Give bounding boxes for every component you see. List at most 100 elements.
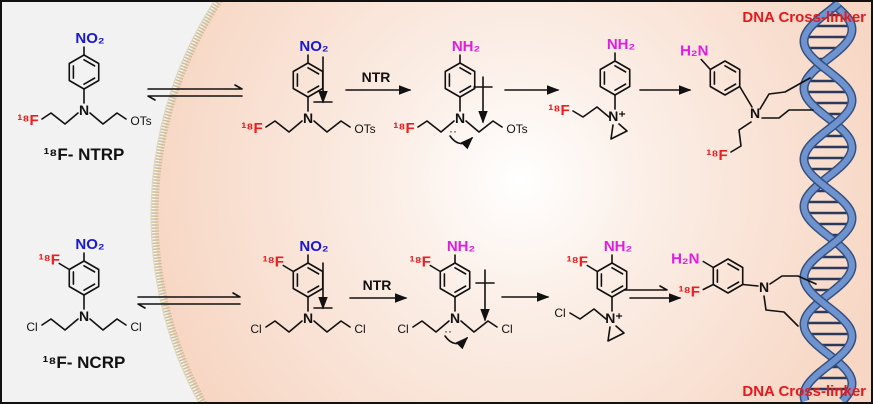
bond xyxy=(702,283,715,291)
ethyl-chain xyxy=(417,120,455,133)
fluorine-18-label: ¹⁸F xyxy=(17,112,38,129)
fluorine-18-label: ¹⁸F xyxy=(263,254,284,271)
nitrogen-atom: N xyxy=(750,105,760,121)
double-bond xyxy=(611,266,624,275)
double-bond xyxy=(459,66,472,75)
ethyl-chain xyxy=(569,308,607,320)
bond xyxy=(702,260,715,269)
ethyl-chain xyxy=(460,320,498,333)
bond xyxy=(700,58,712,71)
double-bond xyxy=(614,83,627,92)
chlorine-atom: Cl xyxy=(501,322,512,336)
dna-cross-linker-label-bottom: DNA Cross-linker xyxy=(742,383,866,400)
equilibrium-arrow-reverse xyxy=(137,303,241,309)
nitro-group: NO₂ xyxy=(299,238,328,255)
bond xyxy=(429,264,442,273)
double-bond xyxy=(614,64,627,73)
nitrogen-atom: N xyxy=(303,310,313,326)
double-bond xyxy=(307,266,320,275)
nitrogen-atom: N xyxy=(79,308,89,324)
cell-interior xyxy=(155,0,873,404)
crosslink-chain xyxy=(769,275,817,285)
tosylate-group: OTs xyxy=(506,122,527,136)
bond xyxy=(741,283,759,287)
double-bond xyxy=(307,66,320,75)
bond xyxy=(282,264,295,273)
ethyl-chain xyxy=(89,318,127,331)
fluorine-18-label: ¹⁸F xyxy=(39,252,60,269)
ethyl-chain xyxy=(313,120,351,133)
ntr-enzyme-label: NTR xyxy=(362,69,391,85)
dna-cross-linker-label-top: DNA Cross-linker xyxy=(742,9,866,26)
amine-group: NH₂ xyxy=(452,38,480,55)
ethyl-chain xyxy=(41,112,79,125)
nitrogen-atom: N xyxy=(759,279,769,295)
fluorine-18-label: ¹⁸F xyxy=(679,284,700,301)
chlorine-atom: Cl xyxy=(250,322,261,336)
double-bond xyxy=(454,266,467,275)
bond xyxy=(586,264,599,273)
fluorine-18-label: ¹⁸F xyxy=(410,254,431,271)
ethyl-chain xyxy=(572,106,610,118)
ethyl-chain xyxy=(465,120,503,133)
lone-pair-dots: ·· xyxy=(449,124,457,138)
chlorine-atom: Cl xyxy=(26,320,37,334)
ethyl-chain xyxy=(730,121,752,153)
double-bond xyxy=(307,285,320,294)
aziridinium-nitrogen: N⁺ xyxy=(608,108,626,124)
bond xyxy=(738,85,753,108)
chlorine-atom: Cl xyxy=(554,306,565,320)
equilibrium-arrow-forward xyxy=(147,84,243,90)
ethyl-chain xyxy=(89,112,127,125)
fluorine-18-label: ¹⁸F xyxy=(393,120,414,137)
multi-step-arrow xyxy=(624,285,668,291)
compound-name-ncrp: ¹⁸F- NCRP xyxy=(43,353,126,372)
nitro-group: NO₂ xyxy=(75,236,104,253)
crosslink-chain xyxy=(763,295,799,327)
compound-name-ntrp: ¹⁸F- NTRP xyxy=(44,145,125,164)
double-bond xyxy=(724,83,737,92)
equilibrium-arrow-reverse xyxy=(147,95,243,101)
fluorine-18-label: ¹⁸F xyxy=(241,120,262,137)
bond xyxy=(58,262,71,271)
double-bond xyxy=(727,262,740,271)
amine-group: NH₂ xyxy=(604,238,632,255)
crosslink-chain xyxy=(759,77,811,110)
ethyl-chain xyxy=(41,318,79,331)
cell-membrane-outline xyxy=(150,0,216,404)
double-bond xyxy=(454,285,467,294)
amine-group: H₂N xyxy=(680,43,708,60)
tosylate-group: OTs xyxy=(130,114,151,128)
fluorine-18-label: ¹⁸F xyxy=(706,147,727,164)
crosslink-chain xyxy=(761,109,814,119)
chlorine-atom: Cl xyxy=(354,322,365,336)
double-bond xyxy=(307,85,320,94)
double-bond xyxy=(83,58,96,67)
double-bond xyxy=(727,281,740,290)
double-bond xyxy=(611,285,624,294)
ethyl-chain xyxy=(265,120,303,133)
ethyl-chain xyxy=(265,320,303,333)
aziridine-ring xyxy=(610,123,628,140)
amine-group: NH₂ xyxy=(607,36,635,53)
ethyl-chain xyxy=(313,320,351,333)
double-bond xyxy=(83,264,96,273)
curved-electron-arrow xyxy=(449,135,474,150)
aziridine-ring xyxy=(607,325,625,342)
tosylate-group: OTs xyxy=(354,122,375,136)
aziridinium-nitrogen: N⁺ xyxy=(605,310,623,326)
double-bond xyxy=(724,64,737,73)
double-bond xyxy=(459,85,472,94)
equilibrium-arrow-forward xyxy=(137,292,241,298)
chlorine-atom: Cl xyxy=(397,322,408,336)
nitrogen-atom: N xyxy=(79,102,89,118)
dna-strand-1 xyxy=(801,0,855,404)
amine-group: H₂N xyxy=(671,251,699,268)
chlorine-atom: Cl xyxy=(130,320,141,334)
double-bond xyxy=(83,283,96,292)
double-bond xyxy=(83,77,96,86)
